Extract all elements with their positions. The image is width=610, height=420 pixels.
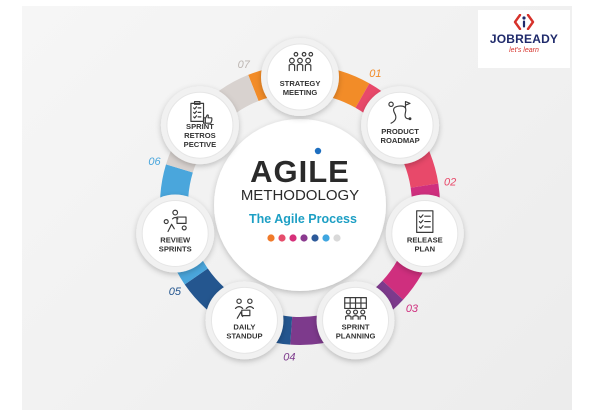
center-title-main: AGILE bbox=[250, 154, 350, 189]
step-label-line: STRATEGY bbox=[280, 79, 321, 88]
color-dot bbox=[300, 234, 308, 242]
step-number-04: 04 bbox=[283, 352, 295, 364]
step-label-line: STANDUP bbox=[226, 331, 262, 340]
step-label-line: REVIEW bbox=[160, 235, 191, 244]
jobready-logo-mark-icon bbox=[513, 14, 535, 30]
step-label-line: MEETING bbox=[283, 88, 318, 97]
color-dot bbox=[278, 234, 286, 242]
review-presenter-icon bbox=[163, 209, 187, 233]
step-number-05: 05 bbox=[169, 286, 182, 298]
clipboard-thumbs-up-icon bbox=[190, 101, 213, 124]
step-label-line: PRODUCT bbox=[381, 127, 419, 136]
color-dot bbox=[289, 234, 297, 242]
logo-tagline: let's learn bbox=[509, 47, 539, 54]
step-label-line: PLAN bbox=[414, 244, 435, 253]
presentation-board-icon bbox=[344, 297, 367, 320]
color-dot bbox=[333, 234, 341, 242]
jobready-logo: JOBREADY let's learn bbox=[478, 10, 570, 68]
center-title-sub: METHODOLOGY bbox=[241, 187, 359, 204]
center-dot-accent bbox=[314, 147, 322, 155]
step-label-line: SPRINTS bbox=[159, 244, 192, 253]
step-number-02: 02 bbox=[444, 177, 456, 189]
color-dot-row bbox=[267, 234, 341, 242]
roadmap-path-icon bbox=[388, 101, 412, 124]
step-label-line: RETROS bbox=[184, 131, 216, 140]
step-label-line: ROADMAP bbox=[380, 136, 419, 145]
meeting-people-icon bbox=[288, 51, 314, 72]
step-number-06: 06 bbox=[148, 156, 161, 168]
step-number-03: 03 bbox=[406, 303, 419, 315]
step-label-line: PLANNING bbox=[336, 331, 376, 340]
center-disc bbox=[214, 119, 386, 291]
team-standup-icon bbox=[234, 298, 255, 319]
step-number-07: 07 bbox=[238, 59, 251, 71]
center-subtitle: The Agile Process bbox=[249, 212, 357, 226]
step-number-01: 01 bbox=[369, 68, 381, 80]
checklist-document-icon bbox=[416, 210, 434, 233]
color-dot bbox=[322, 234, 330, 242]
logo-name: JOBREADY bbox=[489, 32, 559, 46]
step-label-line: SPRINT bbox=[186, 122, 214, 131]
color-dot bbox=[267, 234, 275, 242]
step-label-line: PECTIVE bbox=[184, 140, 217, 149]
step-label-line: DAILY bbox=[233, 322, 255, 331]
step-label-line: RELEASE bbox=[407, 235, 443, 244]
step-label-line: SPRINT bbox=[342, 322, 370, 331]
color-dot bbox=[311, 234, 319, 242]
